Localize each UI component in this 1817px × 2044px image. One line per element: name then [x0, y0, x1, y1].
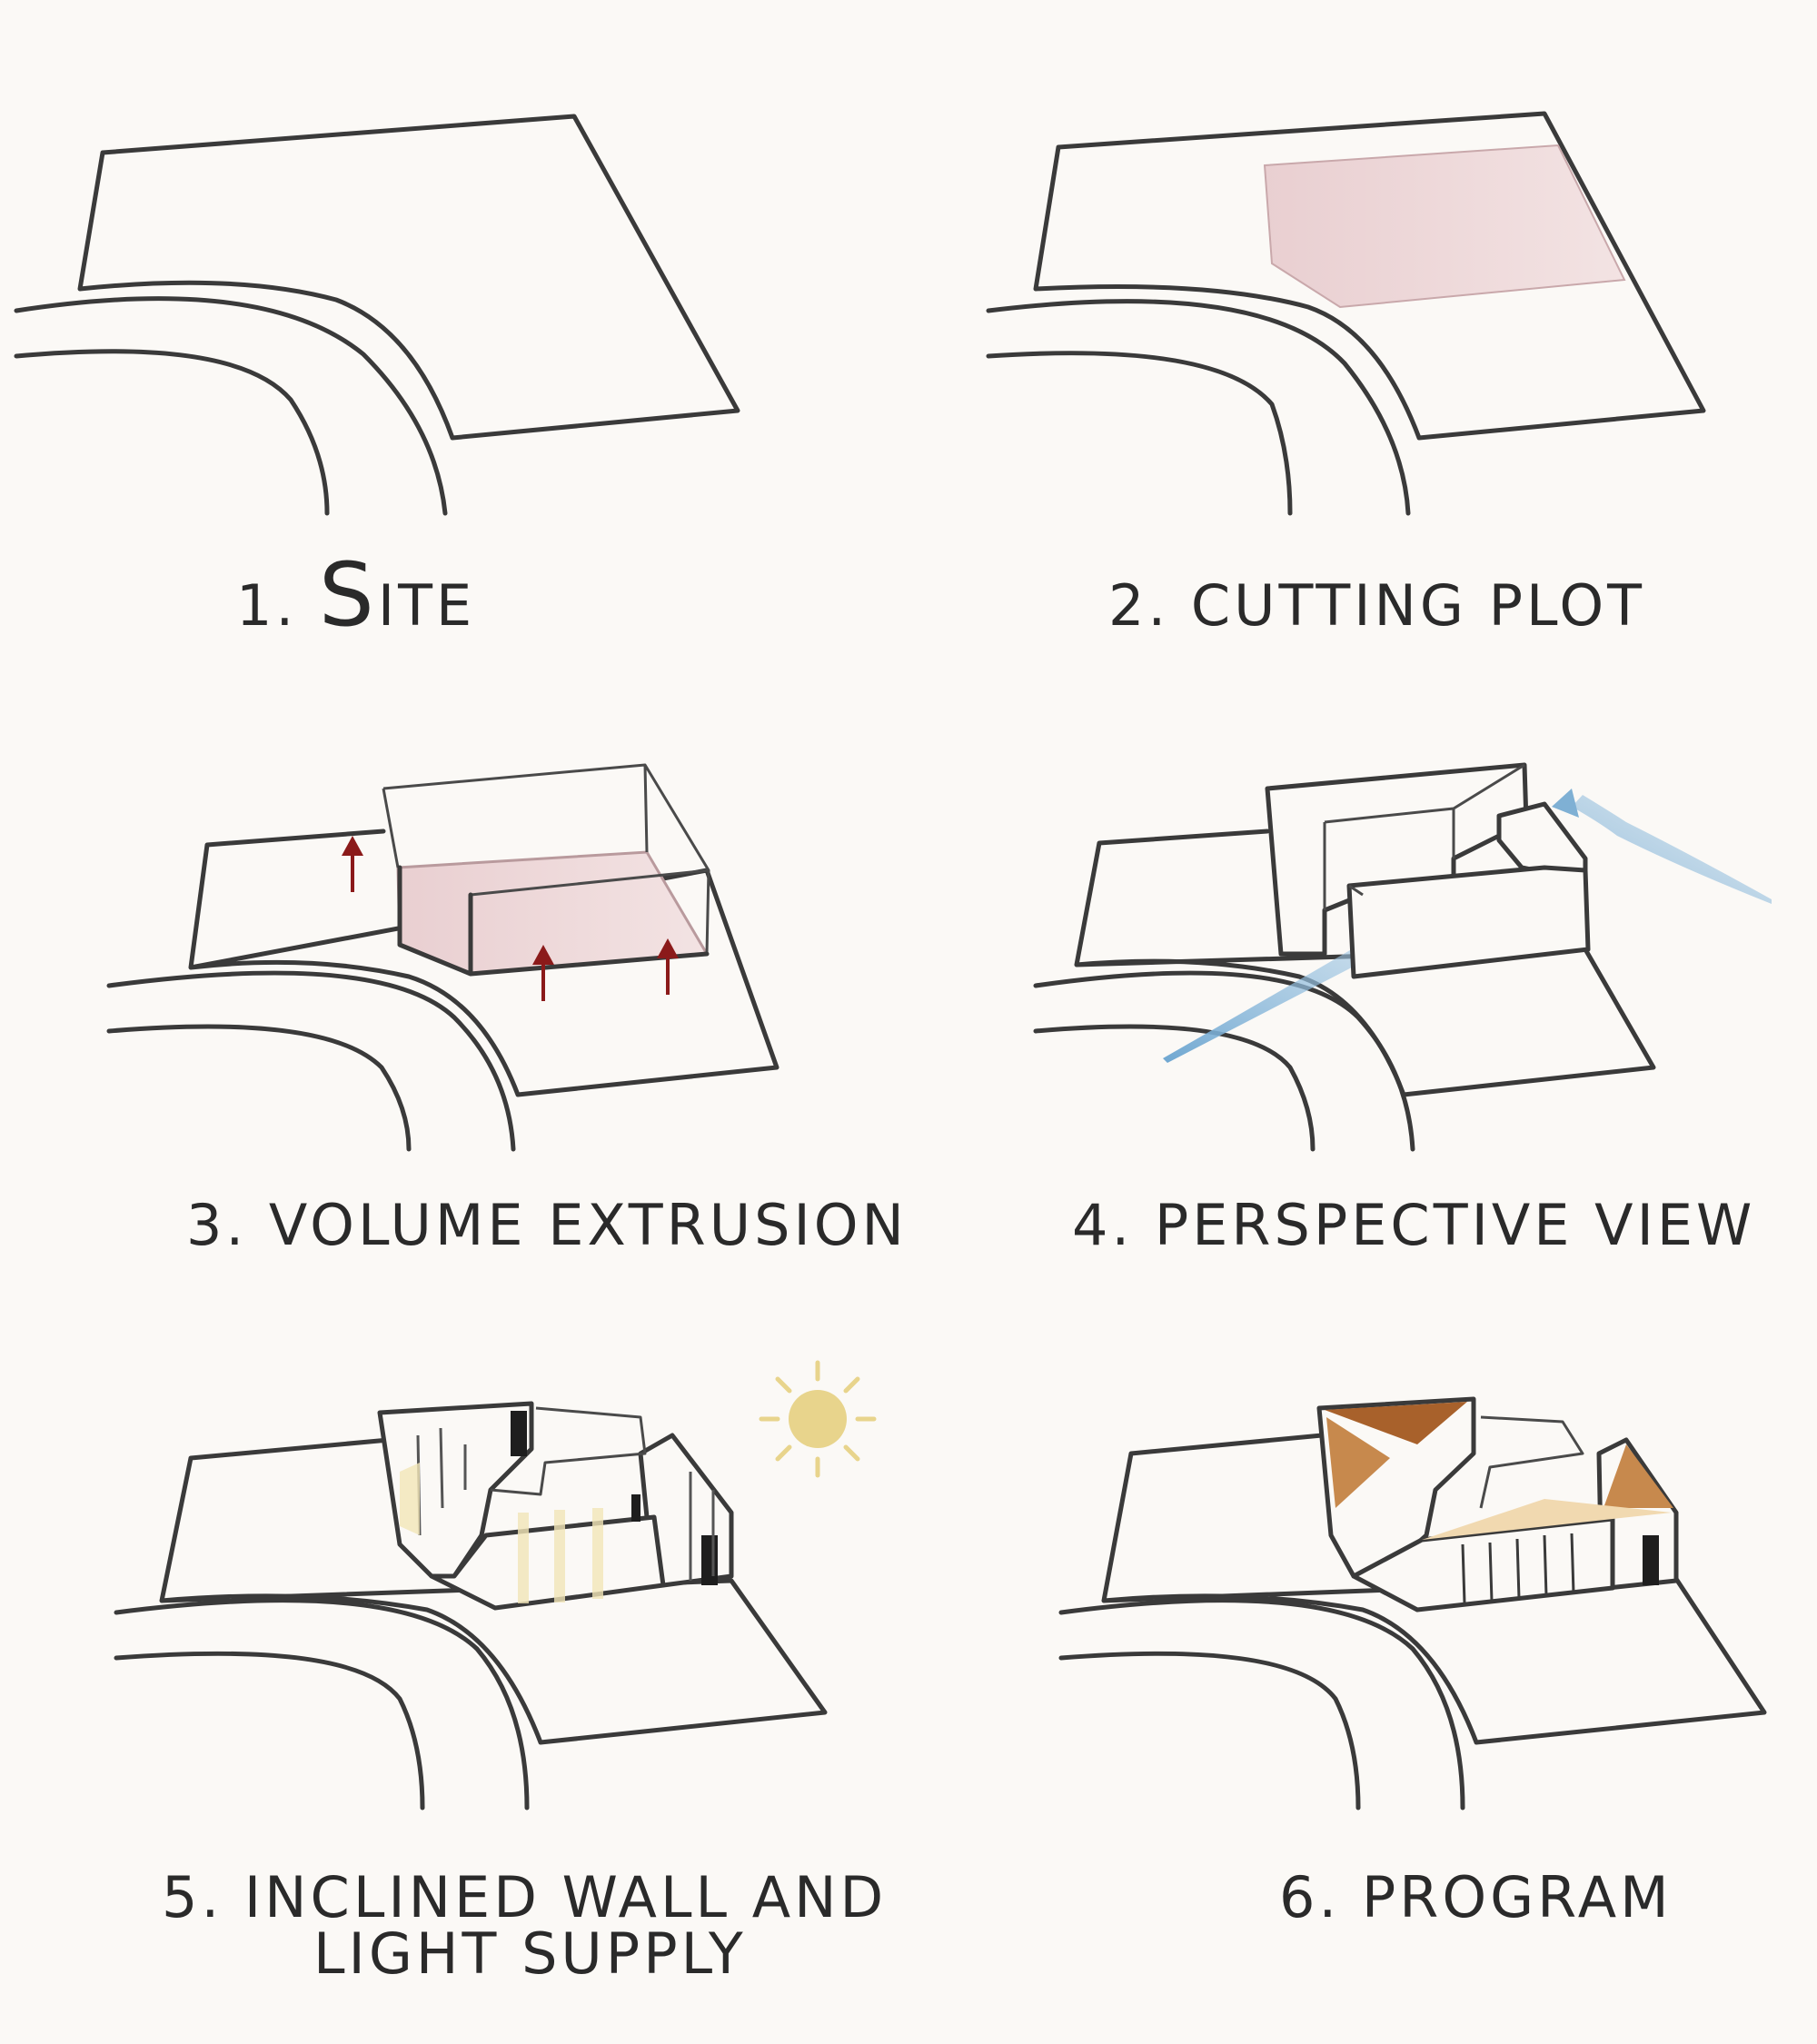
program-inner-walls [1481, 1417, 1583, 1508]
road-outer-edge [988, 302, 1408, 513]
wind-arrow-upper [1572, 795, 1772, 904]
road-inner-edge [1036, 1027, 1313, 1149]
road-inner-edge [1061, 1653, 1358, 1808]
road-inner-edge [988, 353, 1290, 513]
panel-3-label: 3. VOLUME EXTRUSION [186, 1192, 908, 1258]
road-inner-edge [16, 352, 327, 513]
panel-6-program: 6. PROGRAM [1061, 1399, 1764, 1930]
panel-4-perspective-view: 4. PERSPECTIVE VIEW [1036, 765, 1772, 1258]
cut-plot-area [1265, 145, 1624, 307]
panel-5-inclined-wall-light: 5. INCLINED WALL AND LIGHT SUPPLY [116, 1363, 887, 1987]
arrow-up-icon [342, 836, 363, 892]
panel-1-site: 1. SITE [16, 116, 738, 646]
road-outer-edge [1036, 973, 1413, 1149]
sun-icon [761, 1363, 874, 1475]
panel-4-label: 4. PERSPECTIVE VIEW [1072, 1192, 1755, 1258]
wind-arrowhead-icon [1552, 789, 1579, 818]
panel-2-label: 2. CUTTING PLOT [1108, 572, 1645, 639]
road-inner-edge [109, 1027, 409, 1149]
panel-6-label: 6. PROGRAM [1279, 1864, 1673, 1930]
building-front-block [1349, 868, 1588, 977]
site-plot-outline [80, 116, 738, 438]
road-outer-edge [16, 299, 445, 513]
program-window-opening [1643, 1535, 1659, 1585]
panel-5-label-line-2: LIGHT SUPPLY [313, 1920, 747, 1987]
panel-2-cutting-plot: 2. CUTTING PLOT [988, 114, 1703, 639]
panel-3-volume-extrusion: 3. VOLUME EXTRUSION [109, 765, 908, 1258]
road-inner-edge [116, 1653, 422, 1808]
panel-1-label: 1. SITE [236, 544, 475, 646]
